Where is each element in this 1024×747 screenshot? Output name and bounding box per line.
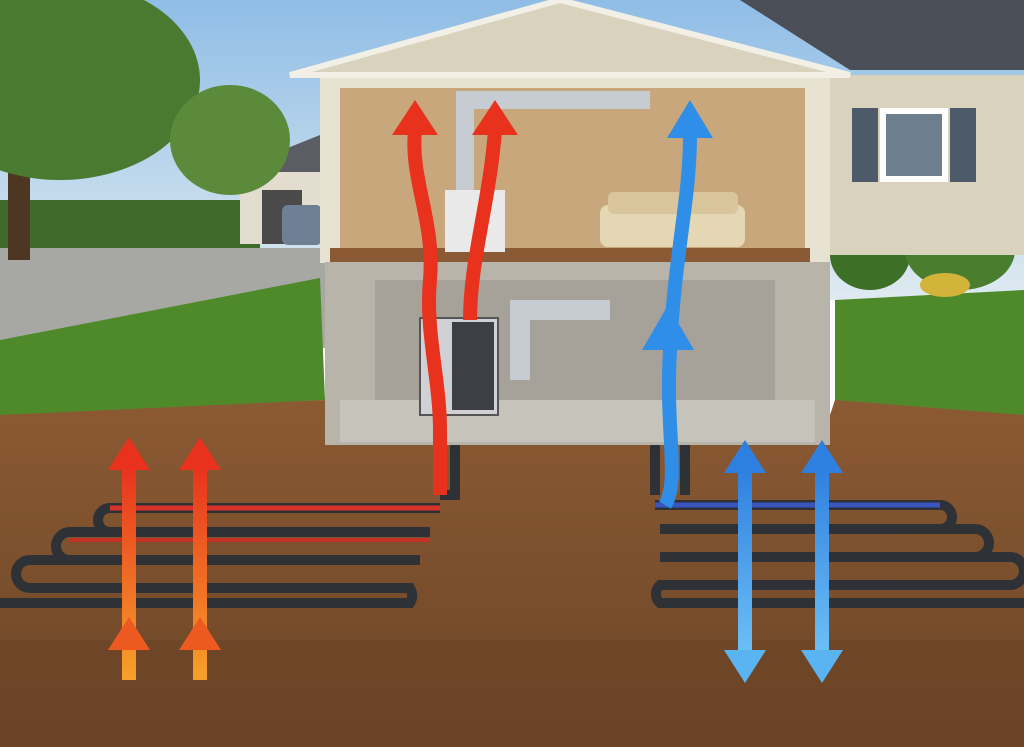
cool-flow-from-house [642,100,713,509]
ground-cool-arrows [724,440,843,683]
heat-flow-into-house [392,100,518,495]
background-hedge [0,200,260,250]
basement-duct [510,300,610,380]
gable [289,0,851,78]
basement-floor [340,400,815,442]
sofa [600,192,745,247]
heat-arrow-icon [108,437,150,470]
heat-arrow-icon [179,437,221,470]
window [852,108,976,182]
tree [0,0,290,260]
cool-arrow-icon [642,305,694,350]
heat-arrow-icon [108,617,150,650]
ground-heat-arrows [108,437,221,680]
heat-arrow-icon [472,100,518,135]
ductwork [456,91,650,190]
lawn-right [835,290,1024,418]
cool-arrow-icon [801,650,843,683]
cool-arrow-icon [724,650,766,683]
ground-loop-right [650,445,1024,608]
cool-arrow-icon [801,440,843,473]
cool-arrow-icon [667,100,713,138]
floor [330,248,810,262]
roof [740,0,1024,70]
soil-layer [0,640,1024,747]
cool-arrow-icon [724,440,766,473]
heat-arrow-icon [392,100,438,135]
heat-arrow-icon [179,617,221,650]
lawn-left [0,278,325,418]
